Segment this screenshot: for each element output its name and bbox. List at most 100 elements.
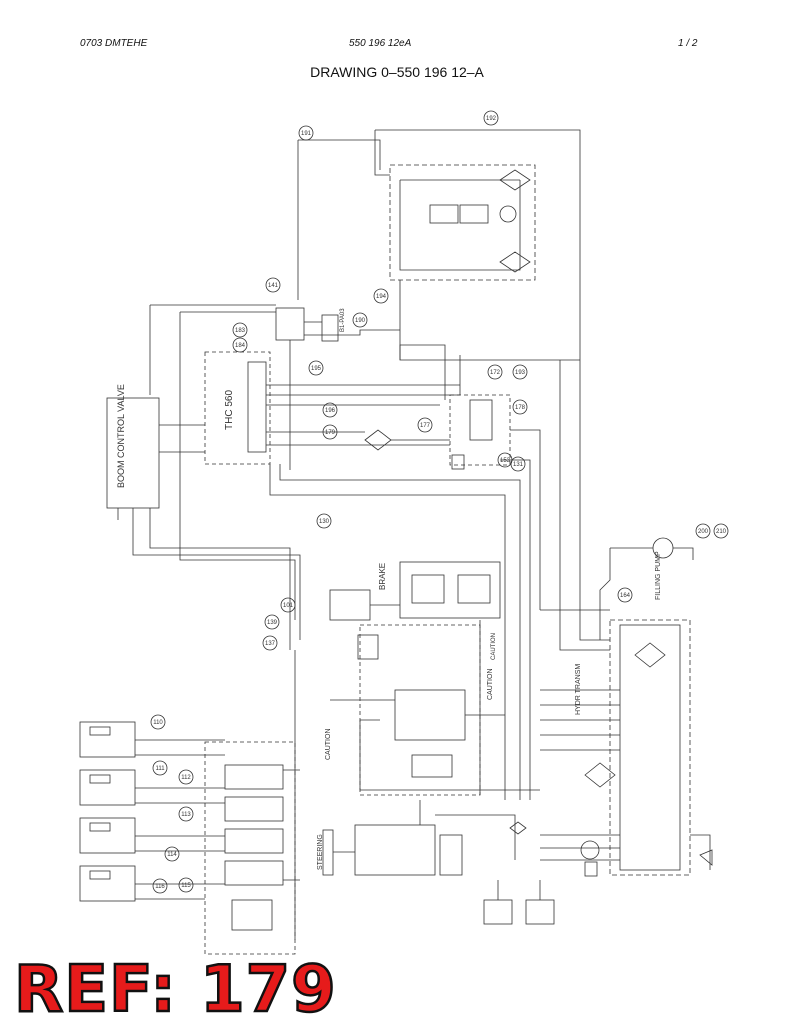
callout-190 — [352, 312, 368, 328]
thc-560-box — [204, 351, 271, 465]
callout-label-141: 141 — [268, 283, 279, 289]
transm-pump — [580, 840, 600, 860]
callout-177 — [417, 417, 433, 433]
callout-label-195: 195 — [311, 366, 322, 372]
callout-label-116: 116 — [155, 884, 165, 890]
top-pump-symbol — [499, 205, 517, 223]
callout-label-192: 192 — [486, 116, 497, 122]
callout-113 — [178, 806, 194, 822]
callout-label-191: 191 — [301, 131, 312, 137]
label-b1pa03: B1-PA03 — [340, 308, 346, 332]
callout-164 — [617, 587, 633, 603]
transm-cooler-diamond — [584, 762, 616, 788]
callout-label-210: 210 — [716, 529, 727, 535]
callout-label-131: 131 — [513, 462, 524, 468]
callout-191 — [298, 125, 314, 141]
callout-200 — [695, 523, 711, 539]
steering-cylinder — [322, 829, 334, 876]
label-steering: STEERING — [317, 834, 324, 870]
dir-valve-1 — [224, 764, 284, 790]
valve-b1pa03 — [321, 314, 339, 342]
callout-184 — [232, 337, 248, 353]
callout-116 — [152, 878, 168, 894]
header-right: 1 / 2 — [678, 38, 698, 49]
pilot-valve — [231, 899, 273, 931]
callout-label-153: 153 — [500, 458, 511, 464]
brake-box — [399, 561, 501, 619]
hydr-transm-inner — [619, 624, 681, 871]
callout-label-196: 196 — [325, 408, 336, 414]
callout-label-177: 177 — [420, 423, 431, 429]
dir-valve-3 — [224, 828, 284, 854]
steering-unit — [354, 824, 436, 876]
callout-178 — [512, 399, 528, 415]
callout-label-130: 130 — [319, 519, 330, 525]
callout-label-139: 139 — [267, 620, 278, 626]
callout-141 — [265, 277, 281, 293]
callout-110 — [150, 714, 166, 730]
hydr-transm-frame — [609, 619, 691, 876]
callout-172 — [487, 364, 503, 380]
callout-label-111: 111 — [155, 766, 165, 772]
top-filter-diamond — [499, 169, 531, 191]
dir-valve-4 — [224, 860, 284, 886]
callout-196 — [322, 402, 338, 418]
callout-210 — [713, 523, 729, 539]
callout-194 — [373, 288, 389, 304]
callout-label-110: 110 — [153, 720, 163, 726]
callout-101 — [280, 597, 296, 613]
relief-valve-right — [525, 899, 555, 925]
right-check-valve — [699, 849, 713, 866]
top-unit-frame — [389, 164, 536, 281]
callout-label-114: 114 — [167, 852, 177, 858]
callout-139 — [264, 614, 280, 630]
callout-label-137: 137 — [265, 641, 276, 647]
callout-192 — [483, 110, 499, 126]
callout-label-113: 113 — [181, 812, 191, 818]
valve-block-141 — [275, 307, 305, 341]
callout-label-184: 184 — [235, 343, 246, 349]
callout-label-183: 183 — [235, 328, 246, 334]
brake-valve-right — [457, 574, 491, 604]
cylinder-tilt-right — [79, 865, 136, 902]
top-cooler-diamond — [499, 251, 531, 273]
cylinder-boom-right — [79, 769, 136, 806]
steering-junction — [509, 821, 527, 835]
callout-114 — [164, 846, 180, 862]
brake-accumulator — [411, 754, 453, 778]
callout-179 — [322, 424, 338, 440]
label-caution-1: CAUTION — [325, 729, 332, 761]
relief-valve-left — [483, 899, 513, 925]
callout-111 — [152, 760, 168, 776]
brake-pedal-block — [329, 589, 371, 621]
left-valve-stack-frame — [204, 741, 296, 955]
label-brake: BRAKE — [378, 563, 387, 590]
callout-112 — [178, 769, 194, 785]
callout-label-172: 172 — [490, 370, 501, 376]
callout-label-193: 193 — [515, 370, 526, 376]
callout-label-164: 164 — [620, 593, 631, 599]
mid-filter-diamond — [364, 429, 392, 451]
callout-130 — [316, 513, 332, 529]
label-boom-control-valve: BOOM CONTROL VALVE — [116, 384, 126, 488]
top-valve-b — [459, 204, 489, 224]
cylinder-boom-left — [79, 721, 136, 758]
callout-label-179: 179 — [325, 430, 336, 436]
boom-control-valve-box — [106, 397, 160, 509]
label-caution-2: CAUTION — [487, 669, 494, 701]
label-thc: THC 560 — [224, 390, 235, 430]
callout-label-190: 190 — [355, 318, 366, 324]
label-filling-pump: FILLING PUMP — [655, 551, 662, 600]
ref-stamp: REF: 179 — [13, 953, 337, 1027]
callout-label-194: 194 — [376, 294, 387, 300]
brake-valve-top — [357, 634, 379, 660]
callout-195 — [308, 360, 324, 376]
callout-193 — [512, 364, 528, 380]
header-center: 550 196 12eA — [349, 38, 412, 49]
drawing-title: DRAWING 0–550 196 12–A — [310, 64, 484, 80]
callout-label-115: 115 — [181, 883, 191, 889]
label-caution-3: CAUTION — [491, 633, 497, 660]
thc-terminal — [247, 361, 267, 453]
steering-valve — [439, 834, 463, 876]
callout-label-101: 101 — [283, 603, 294, 609]
